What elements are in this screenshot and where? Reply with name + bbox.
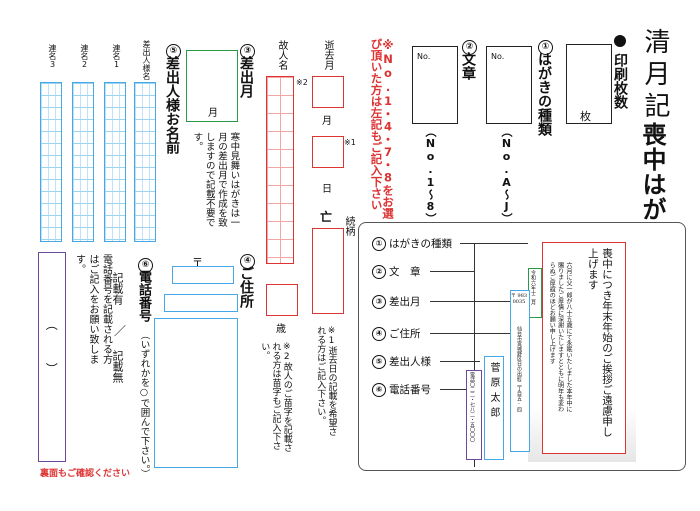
legend-line-5 — [440, 361, 480, 362]
deceased-name-grid[interactable] — [266, 76, 294, 264]
card-type-no: No. — [491, 52, 505, 61]
age-label: 歳 — [276, 324, 286, 335]
sample-card-postal: 〒 983 0035 — [510, 293, 528, 305]
phone-paren-open: （ — [44, 318, 59, 331]
phone-number-input[interactable] — [38, 252, 66, 462]
sample-card-heading: 喪中につき年末年始のご挨拶ご遠慮申し上げます — [586, 248, 613, 437]
joint-name-3-grid[interactable] — [40, 82, 62, 242]
sample-card-body: 六月に父一郎が八十五歳にて永眠いたしました本年中に賜りましたご厚情に深謝いたしま… — [548, 262, 572, 412]
section-1-number: ① — [538, 34, 553, 55]
phone-paren-close: ） — [44, 362, 59, 375]
joint-name-3-heading: 連名3 — [48, 44, 57, 69]
death-day-label: 日 — [322, 184, 332, 195]
death-date-heading: 逝去月 — [322, 40, 333, 70]
sample-card-heading-frame — [542, 242, 626, 454]
postal-code-input-1[interactable] — [172, 266, 234, 284]
card-type-input[interactable] — [486, 46, 532, 124]
section-6-label: 電話番号 — [136, 270, 151, 322]
section-3-label: 差出月 — [238, 56, 254, 98]
section-5-label: 差出人様お名前 — [164, 56, 180, 154]
phone-note: 電話番号を記載される方はご記入をお願い致します。 — [73, 254, 112, 364]
section-1-label: はがきの種類 — [536, 52, 552, 136]
legend-line-4 — [430, 333, 510, 334]
postal-code-input-2[interactable] — [164, 294, 238, 312]
brand-logo: 清月記 — [640, 28, 670, 124]
sample-card-phone-frame — [466, 370, 482, 460]
legend-line-3 — [430, 301, 528, 302]
deceased-glyph: 亡 — [320, 210, 333, 224]
joint-name-1-heading: 連名1 — [112, 44, 121, 69]
back-page-notice: 裏面もご確認ください — [40, 469, 131, 479]
postal-mark: 〒 — [192, 256, 203, 269]
sample-card-address: 仙台市宮城野区日の出町二丁目五-四 — [516, 326, 522, 412]
relation-label: 続柄 — [343, 216, 354, 236]
send-month-note: 寒中見舞いはがきは一月の差出月で作成を致しますので記載不要です。 — [191, 132, 240, 227]
legend-line-6 — [440, 389, 466, 390]
sender-name-grid[interactable] — [134, 82, 156, 242]
legend-spine — [474, 243, 475, 467]
sample-card-date: 令和六年十二月 — [530, 270, 536, 305]
send-month-input[interactable] — [186, 50, 238, 122]
print-count-bullet — [614, 35, 626, 47]
sender-col-heading: 差出人様名 — [142, 40, 151, 80]
joint-name-1-grid[interactable] — [104, 82, 126, 242]
phone-instruction: （いずれかを○で囲んで下さい。） — [138, 330, 150, 479]
deceased-name-heading: 故人名 — [276, 40, 287, 70]
phone-option-yes: 記載有 — [111, 272, 124, 305]
address-input[interactable] — [154, 318, 238, 468]
sample-card-address-frame — [510, 290, 530, 452]
death-mark-1: ※1 — [344, 138, 356, 147]
relation-input[interactable] — [312, 228, 344, 314]
phone-option-sep: ／ — [114, 324, 127, 338]
select-note: ※No.1・4・7・8をお選び頂いた方は左記もご記入下さい — [369, 38, 396, 219]
text-number-input[interactable] — [412, 46, 458, 124]
print-count-input[interactable] — [566, 44, 612, 124]
note-death-date: ※1逝去日の記載を希望される方はご記入下さい。 — [315, 326, 337, 436]
print-count-label: 印刷枚数 — [612, 53, 628, 109]
section-6-number: ⑥ — [138, 252, 153, 273]
legend-line-1 — [460, 243, 544, 244]
note-surname: ※2故人のご苗字を記載される方は苗字もご記入下さい。 — [259, 342, 292, 452]
section-3-number: ③ — [240, 38, 255, 59]
joint-name-2-grid[interactable] — [72, 82, 94, 242]
section-2-label: 文章 — [460, 52, 476, 80]
phone-option-no: 記載無 — [111, 350, 124, 383]
print-count-unit: 枚 — [580, 110, 591, 123]
section-4-number: ④ — [240, 248, 255, 269]
death-month-input[interactable] — [312, 76, 344, 108]
sample-card-name: 菅原太郎 — [488, 362, 499, 422]
section-4-label: ご住所 — [238, 266, 254, 308]
card-type-hint: （No.A〜J） — [500, 126, 513, 224]
section-2-number: ② — [462, 34, 477, 55]
age-input[interactable] — [266, 284, 298, 316]
sample-card-phone: 電話〇二二・七八二・五〇〇〇 — [469, 372, 475, 442]
legend-line-2 — [430, 271, 474, 272]
joint-name-2-heading: 連名2 — [80, 44, 89, 69]
sample-card-name-frame — [484, 356, 504, 460]
deceased-mark-2: ※2 — [296, 78, 308, 87]
text-number-no: No. — [417, 52, 431, 61]
send-month-label: 月 — [208, 108, 218, 119]
death-day-input[interactable] — [312, 136, 344, 168]
section-5-number: ⑤ — [166, 38, 181, 59]
text-number-hint: （No.1〜8） — [424, 126, 437, 224]
death-month-label: 月 — [322, 116, 332, 127]
